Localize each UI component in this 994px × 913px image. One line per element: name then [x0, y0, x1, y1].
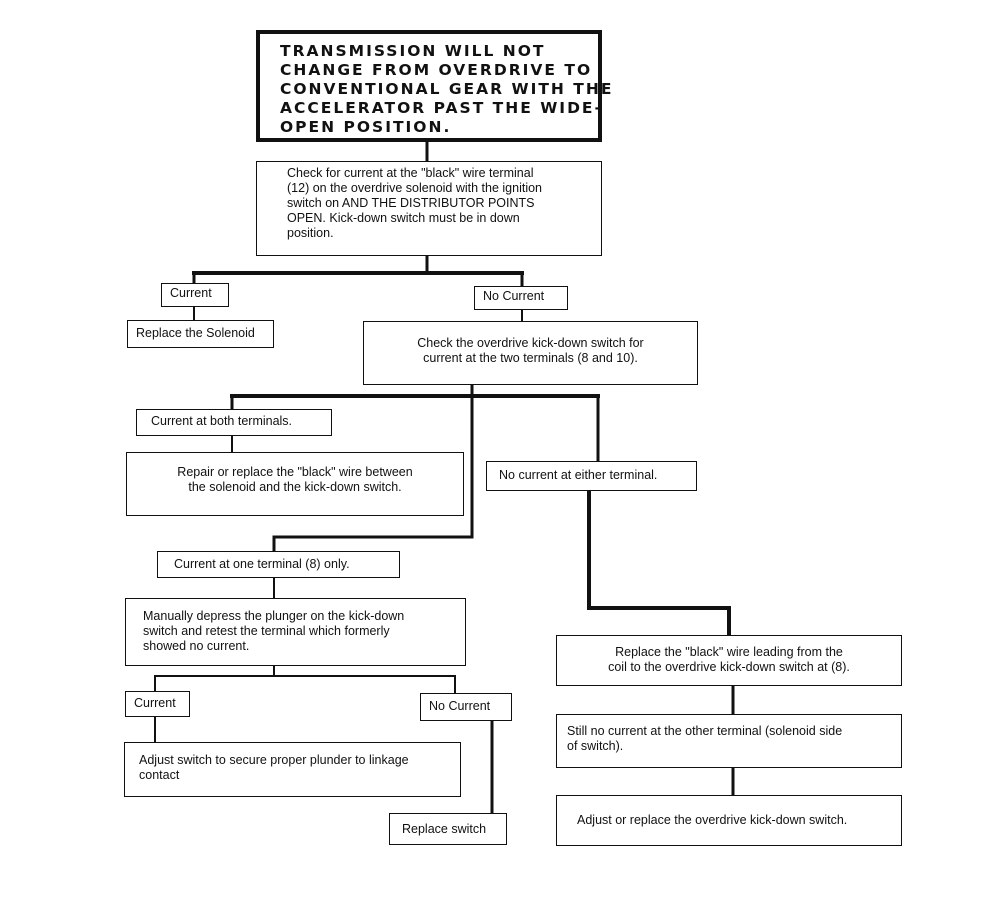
manually-depress-box: Manually depress the plunger on the kick… — [125, 598, 466, 666]
adjust-replace-kickdown-box: Adjust or replace the overdrive kick-dow… — [556, 795, 902, 846]
manually-depress-line-3: showed no current. — [143, 639, 250, 653]
current-both-label: Current at both terminals. — [136, 409, 332, 436]
current-label-1: Current — [161, 283, 229, 307]
check-current-line-1: Check for current at the "black" wire te… — [287, 166, 534, 180]
no-current-either-label: No current at either terminal. — [486, 461, 697, 491]
manually-depress-line-1: Manually depress the plunger on the kick… — [143, 609, 405, 623]
title-line-4: ACCELERATOR PAST THE WIDE- — [280, 99, 603, 117]
repair-black-wire-line-2: the solenoid and the kick-down switch. — [188, 480, 402, 494]
current-label-2: Current — [125, 691, 190, 717]
replace-black-wire-coil-line-2: coil to the overdrive kick-down switch a… — [608, 660, 850, 674]
title-line-3: CONVENTIONAL GEAR WITH THE — [280, 80, 614, 98]
still-no-current-box: Still no current at the other terminal (… — [556, 714, 902, 768]
replace-solenoid-box: Replace the Solenoid — [127, 320, 274, 348]
adjust-switch-box: Adjust switch to secure proper plunder t… — [124, 742, 461, 797]
check-kickdown-line-1: Check the overdrive kick-down switch for — [417, 336, 644, 350]
no-current-label-2: No Current — [420, 693, 512, 721]
replace-switch-box: Replace switch — [389, 813, 507, 845]
replace-black-wire-coil-line-1: Replace the "black" wire leading from th… — [615, 645, 843, 659]
check-current-line-3: switch on AND THE DISTRIBUTOR POINTS — [287, 196, 535, 210]
replace-black-wire-coil-box: Replace the "black" wire leading from th… — [556, 635, 902, 686]
check-kickdown-box: Check the overdrive kick-down switch for… — [363, 321, 698, 385]
current-one-label: Current at one terminal (8) only. — [157, 551, 400, 578]
check-kickdown-line-2: current at the two terminals (8 and 10). — [423, 351, 638, 365]
repair-black-wire-box: Repair or replace the "black" wire betwe… — [126, 452, 464, 516]
title-line-2: CHANGE FROM OVERDRIVE TO — [280, 61, 593, 79]
no-current-label-1: No Current — [474, 286, 568, 310]
title-line-1: TRANSMISSION WILL NOT — [280, 42, 546, 60]
check-current-line-2: (12) on the overdrive solenoid with the … — [287, 181, 543, 195]
check-current-line-5: position. — [287, 226, 334, 240]
still-no-current-line-2: of switch). — [567, 739, 624, 753]
adjust-switch-line-2: contact — [139, 768, 180, 782]
check-current-box: Check for current at the "black" wire te… — [256, 161, 602, 256]
adjust-switch-line-1: Adjust switch to secure proper plunder t… — [139, 753, 409, 767]
title-line-5: OPEN POSITION. — [280, 118, 452, 136]
still-no-current-line-1: Still no current at the other terminal (… — [567, 724, 843, 738]
manually-depress-line-2: switch and retest the terminal which for… — [143, 624, 390, 638]
repair-black-wire-line-1: Repair or replace the "black" wire betwe… — [177, 465, 413, 479]
check-current-line-4: OPEN. Kick-down switch must be in down — [287, 211, 520, 225]
title-box: TRANSMISSION WILL NOT CHANGE FROM OVERDR… — [256, 30, 614, 142]
